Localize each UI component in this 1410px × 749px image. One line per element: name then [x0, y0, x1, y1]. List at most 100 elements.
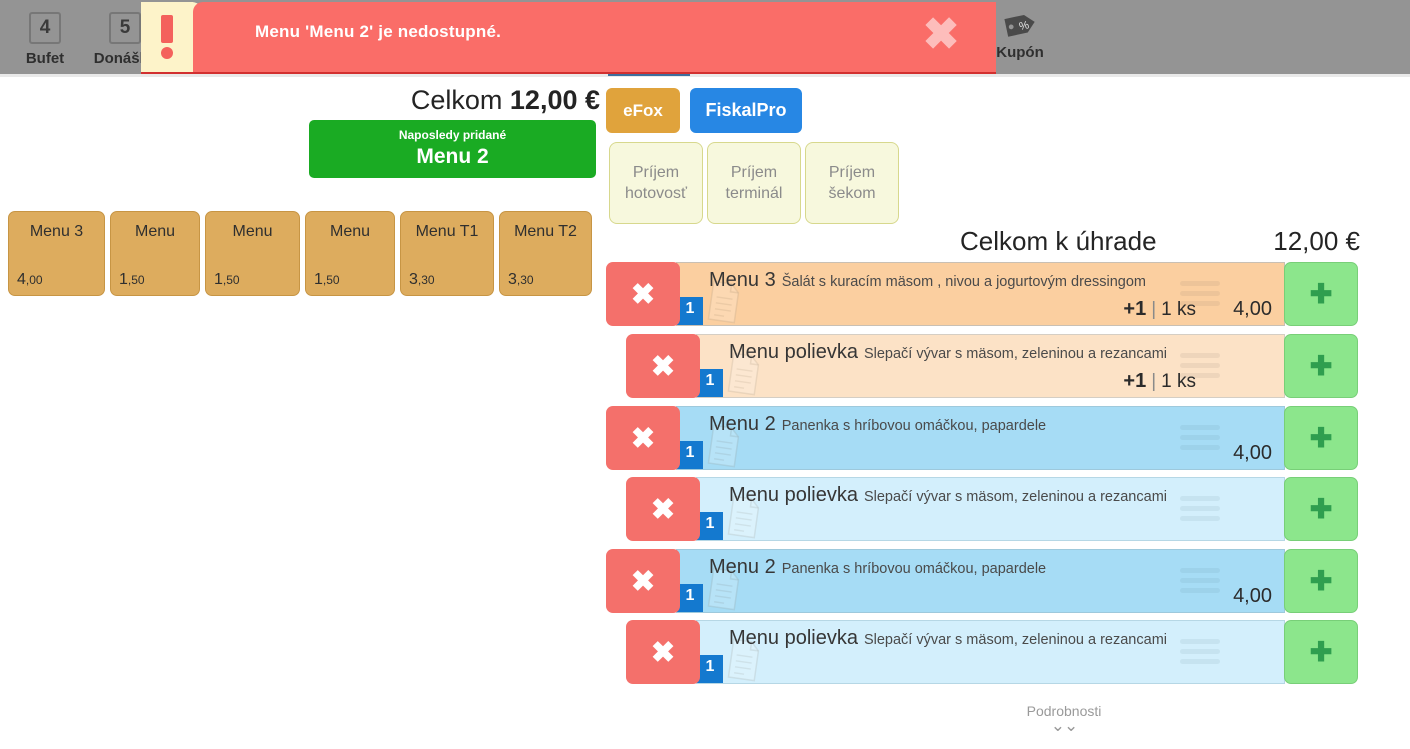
product-name: Menu T1: [415, 223, 479, 240]
quantity-badge[interactable]: 1: [697, 369, 723, 397]
order-row-body[interactable]: 1 Menu polievka Slepačí vývar s mäsom, zel…: [696, 620, 1285, 684]
toolbar-divider: [0, 74, 1410, 77]
product-price: 4,00: [17, 271, 43, 289]
product-price: 3,30: [508, 271, 534, 289]
order-row[interactable]: ✖1 Menu polievka Slepačí vývar s mäsom, ze…: [626, 620, 1358, 684]
list-lines-icon: [1180, 568, 1220, 594]
alert-body: Menu 'Menu 2' je nedostupné. ✖: [193, 2, 996, 72]
details-toggle[interactable]: Podrobnosti ⌄⌄: [1000, 703, 1128, 734]
order-item-name: Menu polievka: [729, 484, 858, 506]
product-price-dec: ,50: [222, 273, 240, 287]
shortcut-key-4: 4: [29, 12, 61, 44]
product-name: Menu T2: [514, 223, 577, 240]
product-price-int: 4: [17, 271, 26, 288]
quantity-label: 1 ks: [1161, 371, 1196, 392]
last-added-button[interactable]: Naposledy pridané Menu 2: [309, 120, 596, 178]
payment-cash[interactable]: Príjem hotovosť: [609, 142, 703, 224]
product-price-int: 1: [314, 271, 323, 288]
add-item-icon[interactable]: ✚: [1284, 620, 1358, 684]
list-lines-icon: [1180, 353, 1220, 379]
product-price-int: 1: [214, 271, 223, 288]
top-button-donaska[interactable]: 5 Donáška: [88, 8, 162, 68]
top-button-bufet-label: Bufet: [25, 50, 65, 67]
quantity-badge[interactable]: 1: [677, 441, 703, 469]
payment-check-line1: Príjem: [828, 164, 876, 181]
exclamation-icon: [141, 2, 207, 72]
list-lines-icon: [1180, 496, 1220, 522]
remove-item-icon[interactable]: ✖: [626, 334, 700, 398]
total-line: Celkom 12,00 €: [300, 85, 600, 116]
add-item-icon[interactable]: ✚: [1284, 477, 1358, 541]
order-item-price: 4,00: [1233, 298, 1272, 320]
product-price-dec: ,50: [127, 273, 145, 287]
add-item-icon[interactable]: ✚: [1284, 262, 1358, 326]
note-icon: [704, 423, 744, 469]
total-label: Celkom: [410, 85, 503, 115]
product-price-int: 3: [409, 271, 418, 288]
remove-item-icon[interactable]: ✖: [626, 620, 700, 684]
product-name: Menu: [134, 223, 176, 240]
order-item-name: Menu polievka: [729, 341, 858, 363]
order-item-name: Menu 2: [709, 413, 776, 435]
provider-efox[interactable]: eFox: [606, 88, 680, 133]
order-item-description: Slepačí vývar s mäsom, zeleninou a rezan…: [863, 632, 1167, 648]
increment-label: +1: [1123, 370, 1147, 392]
product-button[interactable]: Menu 1,50: [205, 211, 300, 296]
svg-text:%: %: [1018, 19, 1030, 33]
product-name: Menu: [232, 223, 273, 240]
top-button-bufet[interactable]: 4 Bufet: [8, 8, 82, 68]
order-row-body[interactable]: 1 Menu 2 Panenka s hríbovou omáčkou, papar…: [676, 406, 1285, 470]
close-icon[interactable]: ✖: [922, 10, 960, 59]
top-button-donaska-label: Donáška: [93, 50, 157, 67]
order-item-name: Menu 2: [709, 556, 776, 578]
details-label: Podrobnosti: [1026, 703, 1102, 719]
summary-label: Celkom k úhrade: [960, 225, 1157, 256]
remove-item-icon[interactable]: ✖: [626, 477, 700, 541]
increment-label: +1: [1123, 298, 1147, 320]
order-item-quantity[interactable]: +1|1 ks: [1123, 370, 1196, 393]
remove-item-icon[interactable]: ✖: [606, 262, 680, 326]
last-added-caption: Naposledy pridané: [398, 128, 507, 142]
order-item-name-wrap: Menu 2 Panenka s hríbovou omáčkou, papard…: [709, 413, 1046, 436]
payment-cash-line2: hotovosť: [624, 185, 688, 202]
quantity-badge[interactable]: 1: [677, 297, 703, 325]
top-button-kupon[interactable]: % Kupón: [975, 8, 1065, 68]
remove-item-icon[interactable]: ✖: [606, 406, 680, 470]
product-button[interactable]: Menu T2 3,30: [499, 211, 592, 296]
quantity-badge[interactable]: 1: [697, 512, 723, 540]
add-item-icon[interactable]: ✚: [1284, 406, 1358, 470]
order-item-name: Menu polievka: [729, 627, 858, 649]
payment-terminal[interactable]: Príjem terminál: [707, 142, 801, 224]
payment-check[interactable]: Príjem šekom: [805, 142, 899, 224]
payment-cash-line1: Príjem: [632, 164, 680, 181]
product-price-int: 3: [508, 271, 517, 288]
add-item-icon[interactable]: ✚: [1284, 549, 1358, 613]
quantity-badge[interactable]: 1: [697, 655, 723, 683]
note-icon: [724, 494, 764, 540]
discount-tag-icon: %: [1002, 12, 1038, 38]
list-lines-icon: [1180, 281, 1220, 307]
add-item-icon[interactable]: ✚: [1284, 334, 1358, 398]
order-row[interactable]: ✖1 Menu 2 Panenka s hríbovou omáčkou, papa…: [606, 406, 1358, 470]
provider-fiskalpro[interactable]: FiskalPro: [690, 88, 802, 133]
quantity-badge[interactable]: 1: [677, 584, 703, 612]
remove-item-icon[interactable]: ✖: [606, 549, 680, 613]
product-price-dec: ,00: [25, 273, 43, 287]
order-item-quantity[interactable]: +1|1 ks: [1123, 298, 1196, 321]
quantity-separator: |: [1151, 299, 1157, 320]
order-item-description: Panenka s hríbovou omáčkou, papardele: [781, 418, 1047, 434]
